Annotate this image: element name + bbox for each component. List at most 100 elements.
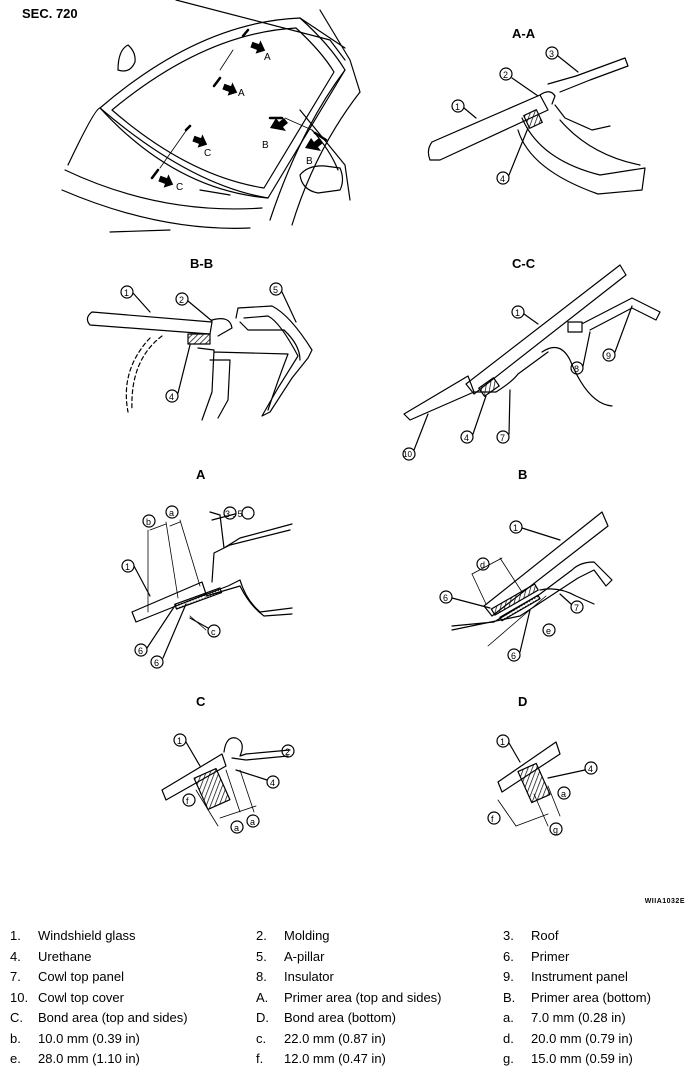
- legend-key: 3.: [503, 928, 514, 943]
- svg-text:7: 7: [574, 603, 579, 613]
- view-title-a: A: [196, 467, 206, 482]
- arrow-label-a-1: A: [264, 52, 271, 63]
- section-arrow-a-1: [250, 40, 266, 54]
- section-line-a-top: [241, 28, 250, 38]
- legend-text: Primer area (top and sides): [284, 989, 442, 1005]
- windshield-installation-diagram: A A C C B B A-A 1 2 3 4 B-B: [61, 0, 661, 836]
- svg-text:a: a: [234, 823, 239, 833]
- section-bb: B-B 1 2 5 4: [86, 256, 313, 421]
- legend-text: Primer: [531, 948, 570, 964]
- legend-row: b.10.0 mm (0.39 in)c.22.0 mm (0.87 in)d.…: [0, 1031, 693, 1051]
- svg-text:4: 4: [588, 764, 593, 774]
- cowl-outline: [64, 107, 269, 210]
- legend-key: 2.: [256, 928, 267, 943]
- windshield-inner-outline: [111, 27, 335, 189]
- svg-text:5: 5: [273, 285, 278, 295]
- svg-text:7: 7: [500, 433, 505, 443]
- legend-key: 7.: [10, 969, 21, 984]
- wiper-line: [199, 189, 231, 196]
- legend-key: D.: [256, 1010, 269, 1025]
- svg-text:1: 1: [124, 288, 129, 298]
- urethane-bead: [523, 109, 543, 129]
- section-aa: A-A 1 2 3 4: [427, 26, 646, 195]
- callout-three-five: 3 , 5: [225, 509, 243, 519]
- arrow-label-b-1: B: [262, 140, 269, 151]
- section-arrow-b-1: [270, 118, 288, 131]
- urethane-bead: [490, 583, 539, 616]
- legend-text: Primer area (bottom): [531, 989, 651, 1005]
- svg-text:9: 9: [606, 351, 611, 361]
- windshield-outline: [99, 17, 346, 199]
- section-arrow-c-2: [158, 174, 174, 188]
- legend-text: Bond area (top and sides): [38, 1010, 188, 1025]
- svg-text:6: 6: [443, 593, 448, 603]
- section-arrow-c-1: [192, 134, 208, 148]
- svg-text:6: 6: [138, 646, 143, 656]
- legend-key: f.: [256, 1051, 264, 1066]
- svg-text:e: e: [546, 626, 551, 636]
- svg-text:4: 4: [270, 778, 275, 788]
- callout-aa-1: [451, 99, 477, 119]
- arrow-label-a-2: A: [238, 88, 245, 99]
- svg-text:1: 1: [513, 523, 518, 533]
- callout-aa-4: [496, 127, 529, 185]
- svg-text:6: 6: [154, 658, 159, 668]
- svg-text:1: 1: [125, 562, 130, 572]
- legend-text: Roof: [531, 928, 559, 943]
- legend-text: 15.0 mm (0.59 in): [531, 1051, 633, 1066]
- detail-a: A b a 1 6 6 c 3 , 5: [121, 467, 293, 669]
- svg-text:d: d: [480, 560, 485, 570]
- legend-key: b.: [10, 1030, 21, 1046]
- section-cc: C-C 1 8 9 10 4 7: [402, 256, 661, 461]
- legend-key: d.: [503, 1030, 514, 1046]
- legend-text: 7.0 mm (0.28 in): [531, 1010, 626, 1025]
- view-title-b: B: [518, 467, 527, 482]
- arrow-label-b-2: B: [306, 156, 313, 167]
- svg-text:6: 6: [511, 651, 516, 661]
- svg-text:f: f: [491, 814, 494, 824]
- legend-text: 20.0 mm (0.79 in): [531, 1030, 633, 1046]
- legend-row: e.28.0 mm (1.10 in)f.12.0 mm (0.47 in)g.…: [0, 1051, 693, 1071]
- legend-key: 6.: [503, 948, 514, 964]
- legend-key: A.: [256, 989, 269, 1005]
- urethane-bead: [517, 762, 551, 804]
- legend-text: Bond area (bottom): [284, 1010, 397, 1025]
- svg-text:8: 8: [574, 364, 579, 374]
- primer-strip: [499, 594, 541, 622]
- legend-key: 4.: [10, 948, 21, 964]
- svg-text:10: 10: [403, 450, 412, 459]
- svg-text:4: 4: [169, 392, 174, 402]
- urethane-bead: [187, 333, 211, 345]
- legend-text: Urethane: [38, 948, 92, 964]
- legend-key: g.: [503, 1051, 514, 1066]
- detail-b: B 1 d 6 7 e 6: [439, 467, 613, 662]
- svg-text:a: a: [169, 508, 174, 518]
- svg-text:1: 1: [177, 736, 182, 746]
- svg-text:g: g: [553, 825, 558, 835]
- svg-text:1: 1: [455, 102, 460, 112]
- legend-text: 22.0 mm (0.87 in): [284, 1030, 386, 1046]
- legend-key: a.: [503, 1010, 514, 1025]
- legend-text: 28.0 mm (1.10 in): [38, 1051, 140, 1066]
- legend-key: 10.: [10, 989, 29, 1005]
- legend-row: C.Bond area (top and sides)D.Bond area (…: [0, 1010, 693, 1030]
- svg-text:4: 4: [464, 433, 469, 443]
- a-pillar-outline: [269, 69, 361, 226]
- legend-text: 12.0 mm (0.47 in): [284, 1051, 386, 1066]
- view-title-bb: B-B: [190, 256, 213, 271]
- view-title-c: C: [196, 694, 206, 709]
- hood-outline: [61, 189, 251, 233]
- svg-text:3: 3: [549, 49, 554, 59]
- legend-key: 9.: [503, 969, 514, 984]
- svg-text:a: a: [561, 789, 566, 799]
- legend-text: 10.0 mm (0.39 in): [38, 1030, 140, 1046]
- legend-key: B.: [503, 989, 516, 1005]
- svg-text:1: 1: [500, 737, 505, 747]
- urethane-bead: [478, 377, 500, 397]
- legend-text: Cowl top panel: [38, 969, 124, 984]
- svg-text:a: a: [250, 817, 255, 827]
- view-title-d: D: [518, 694, 527, 709]
